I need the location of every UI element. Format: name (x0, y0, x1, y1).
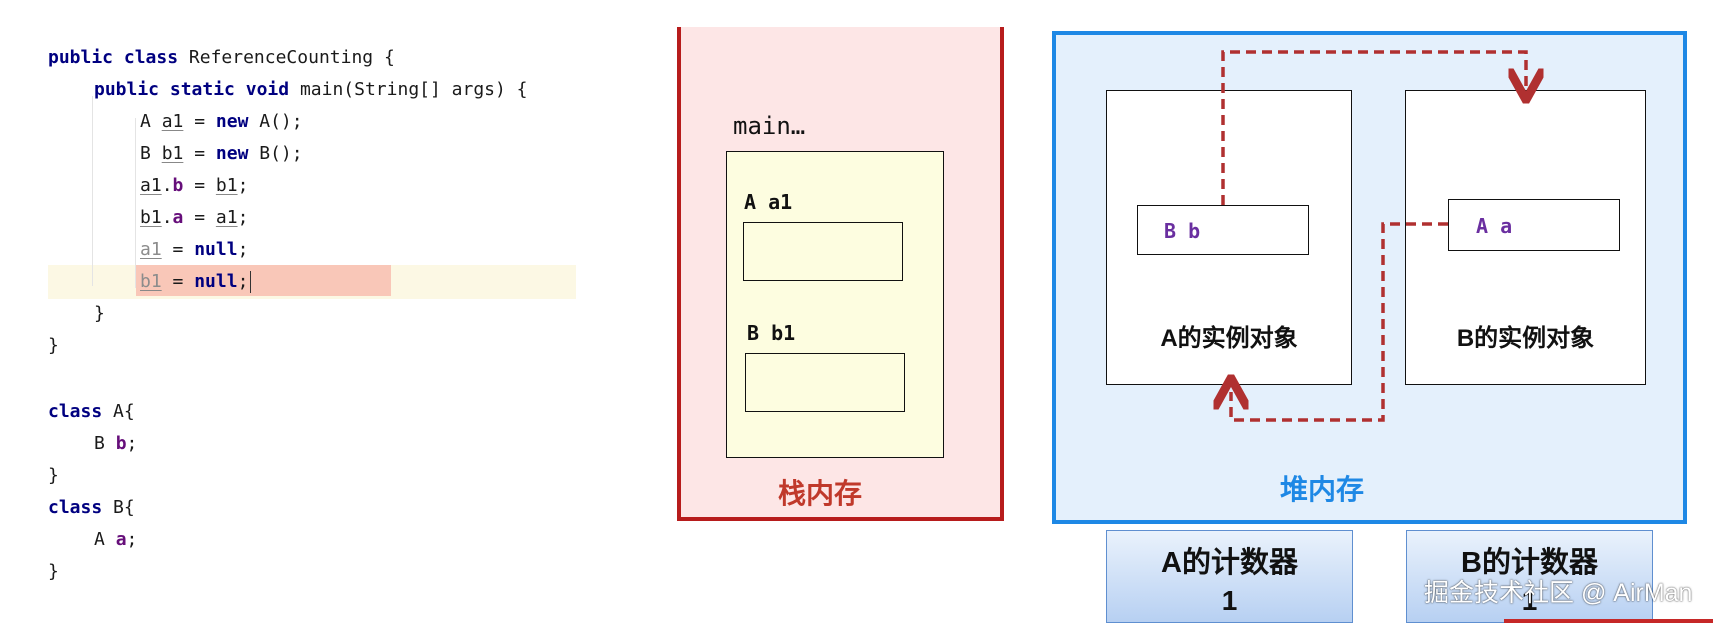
counter-a-title: A的计数器 (1161, 547, 1298, 579)
counter-b-title: B的计数器 (1461, 547, 1598, 579)
code-line-6: b1.a = a1; (140, 207, 249, 228)
object-a-label: A的实例对象 (1160, 325, 1298, 352)
watermark: 掘金技术社区 @ AirMan (1424, 579, 1693, 607)
heap-memory-label: 堆内存 (1280, 474, 1365, 505)
selection-highlight (136, 265, 391, 296)
counter-a-value: 1 (1221, 585, 1238, 616)
counter-a: A的计数器 1 (1106, 530, 1353, 623)
text-cursor (250, 271, 252, 293)
stack-var-b1-slot (745, 353, 905, 412)
decorative-bar (1504, 619, 1713, 623)
arrow-a-to-b (1221, 50, 1526, 205)
stack-var-b1-label: B b1 (747, 321, 796, 345)
code-line-9: } (94, 303, 105, 324)
code-line-12: B b; (94, 433, 138, 454)
code-line-5: a1.b = b1; (140, 175, 249, 196)
arrow-b-to-a (1231, 222, 1448, 422)
code-line-2: public static void main(String[] args) { (94, 79, 528, 100)
code-line-13: } (48, 465, 59, 486)
stack-memory-label: 栈内存 (778, 478, 863, 509)
code-line-4: B b1 = new B(); (140, 143, 303, 164)
indent-guide (135, 118, 136, 288)
code-line-7: a1 = null; (140, 239, 249, 260)
object-b-field-a: A a (1476, 214, 1513, 238)
code-line-10: } (48, 335, 59, 356)
indent-guide (92, 96, 93, 286)
code-line-15: A a; (94, 529, 138, 550)
object-a-field-b: B b (1164, 219, 1201, 243)
object-b-field-box (1448, 199, 1620, 251)
code-line-1: public class ReferenceCounting { (48, 47, 395, 68)
counter-b-value: 1 (1521, 585, 1538, 616)
stack-var-a1-slot (743, 222, 903, 281)
code-line-3: A a1 = new A(); (140, 111, 303, 132)
stack-var-a1-label: A a1 (744, 190, 793, 214)
code-line-8: b1 = null; (140, 266, 252, 298)
stack-frame-title: main… (733, 112, 806, 140)
counter-b: B的计数器 1 (1406, 530, 1653, 623)
code-line-14: class B{ (48, 497, 135, 518)
object-a-field-box (1137, 205, 1309, 255)
code-line-16: } (48, 561, 59, 582)
object-b-label: B的实例对象 (1456, 325, 1595, 352)
code-line-11: class A{ (48, 401, 135, 422)
